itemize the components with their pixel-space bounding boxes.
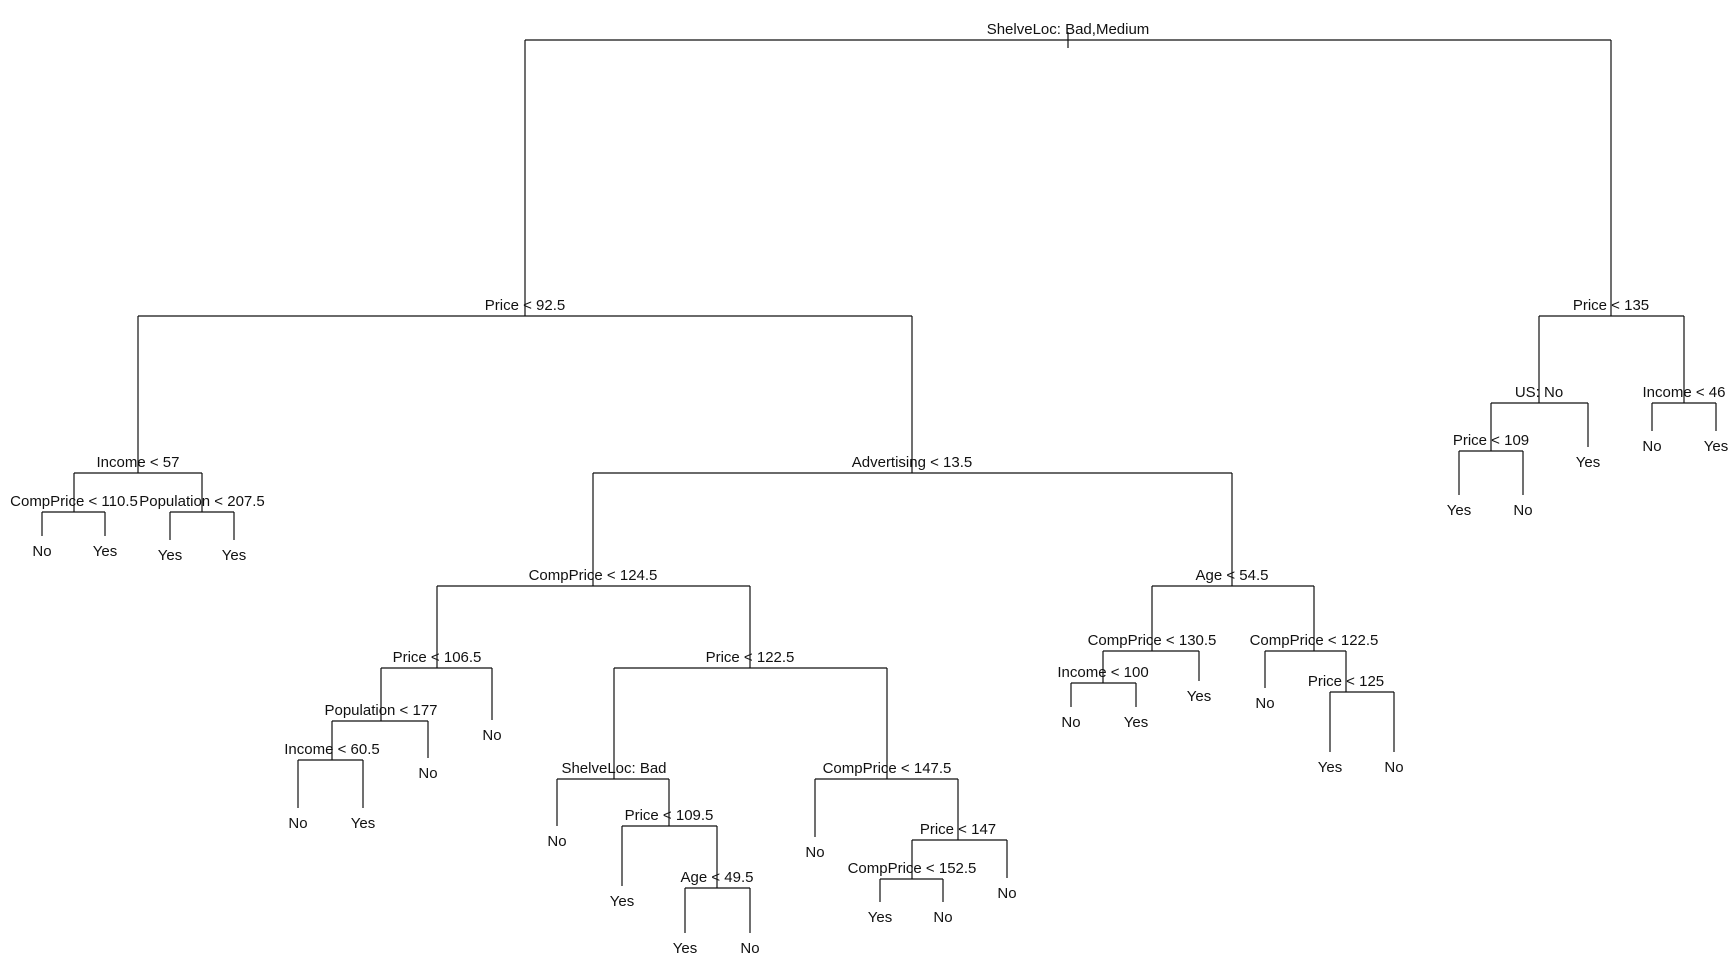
split-label: CompPrice < 124.5 <box>529 567 658 584</box>
split-label: Age < 49.5 <box>681 869 754 886</box>
split-label: CompPrice < 110.5 <box>10 493 138 510</box>
split-label: CompPrice < 152.5 <box>848 860 977 877</box>
split-label: Income < 46 <box>1643 384 1726 401</box>
leaf-label: Yes <box>93 543 117 560</box>
leaf-label: No <box>1384 759 1403 776</box>
leaf-label: Yes <box>1187 688 1211 705</box>
leaf-label: No <box>32 543 51 560</box>
split-label: Price < 109 <box>1453 432 1529 449</box>
leaf-label: No <box>805 844 824 861</box>
leaf-label: No <box>1061 714 1080 731</box>
leaf-label: Yes <box>1447 502 1471 519</box>
split-label: Population < 177 <box>324 702 437 719</box>
leaf-label: No <box>997 885 1016 902</box>
leaf-label: No <box>288 815 307 832</box>
leaf-label: Yes <box>868 909 892 926</box>
split-label: Income < 57 <box>97 454 180 471</box>
split-label: CompPrice < 130.5 <box>1088 632 1217 649</box>
split-label: Price < 109.5 <box>625 807 714 824</box>
split-label: Price < 92.5 <box>485 297 565 314</box>
leaf-label: Yes <box>1704 438 1728 455</box>
split-label: Income < 100 <box>1057 664 1148 681</box>
split-label: US: No <box>1515 384 1563 401</box>
split-label: ShelveLoc: Bad <box>561 760 666 777</box>
split-label: Age < 54.5 <box>1196 567 1269 584</box>
leaf-label: No <box>1642 438 1661 455</box>
split-label: CompPrice < 122.5 <box>1250 632 1379 649</box>
leaf-label: Yes <box>158 547 182 564</box>
leaf-label: Yes <box>1124 714 1148 731</box>
leaf-label: Yes <box>222 547 246 564</box>
leaf-label: No <box>547 833 566 850</box>
split-label: CompPrice < 147.5 <box>823 760 952 777</box>
split-label: Income < 60.5 <box>284 741 379 758</box>
leaf-label: No <box>482 727 501 744</box>
leaf-label: Yes <box>351 815 375 832</box>
split-label: Advertising < 13.5 <box>852 454 973 471</box>
split-label: Price < 135 <box>1573 297 1649 314</box>
split-label: Population < 207.5 <box>139 493 265 510</box>
leaf-label: No <box>740 940 759 957</box>
leaf-label: Yes <box>610 893 634 910</box>
leaf-label: Yes <box>1576 454 1600 471</box>
leaf-label: No <box>418 765 437 782</box>
split-label: Price < 106.5 <box>393 649 482 666</box>
leaf-label: Yes <box>1318 759 1342 776</box>
leaf-label: Yes <box>673 940 697 957</box>
leaf-label: No <box>1255 695 1274 712</box>
leaf-label: No <box>933 909 952 926</box>
split-label: Price < 125 <box>1308 673 1384 690</box>
split-label: ShelveLoc: Bad,Medium <box>987 21 1150 38</box>
split-label: Price < 147 <box>920 821 996 838</box>
split-label: Price < 122.5 <box>706 649 795 666</box>
leaf-label: No <box>1513 502 1532 519</box>
